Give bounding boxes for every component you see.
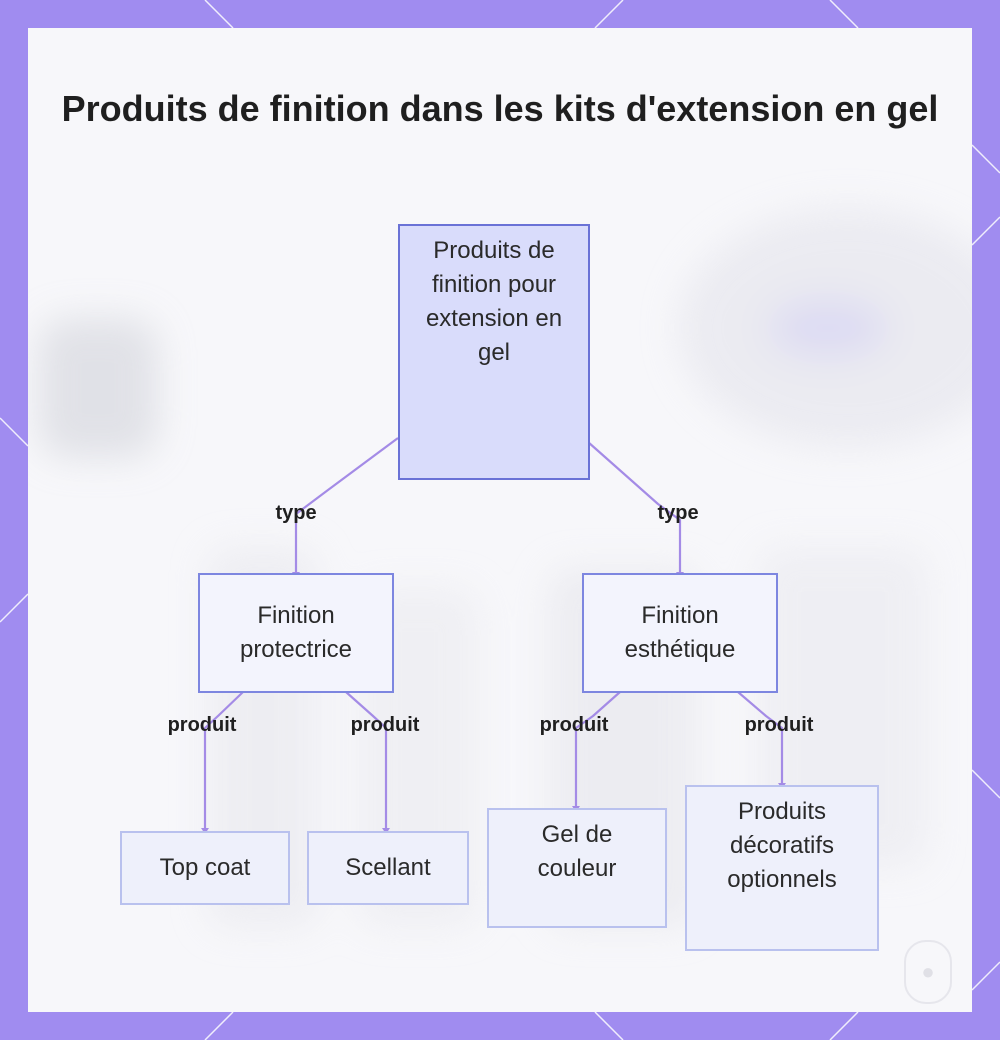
category-label: Finition protectrice	[239, 602, 353, 663]
product-node-gel-couleur: Gel de couleur	[487, 808, 667, 928]
edge-label-produit: produit	[350, 714, 420, 736]
edge-label-type: type	[275, 502, 317, 524]
edge-protective-to-scellant	[345, 691, 388, 828]
category-node-aesthetic: Finition esthétique	[582, 573, 778, 693]
edge-root-to-aesthetic	[587, 441, 682, 572]
edge-aesthetic-to-deco	[737, 691, 784, 783]
root-node-label: Produits de finition pour extension en g…	[425, 237, 563, 366]
product-node-top-coat: Top coat	[120, 831, 290, 905]
product-label: Top coat	[159, 854, 251, 881]
product-label: Scellant	[345, 854, 431, 881]
edge-protective-to-topcoat	[203, 691, 244, 828]
edge-label-produit: produit	[167, 714, 237, 736]
edge-label-produit: produit	[539, 714, 609, 736]
edge-label-produit: produit	[744, 714, 814, 736]
product-node-decoratifs: Produits décoratifs optionnels	[685, 785, 879, 951]
root-node: Produits de finition pour extension en g…	[398, 224, 590, 480]
product-label: Gel de couleur	[537, 821, 617, 882]
category-label: Finition esthétique	[624, 602, 736, 663]
lock-icon: ●	[904, 940, 952, 1004]
product-label: Produits décoratifs optionnels	[727, 798, 837, 893]
diagram-title: Produits de finition dans les kits d'ext…	[61, 88, 939, 129]
edge-root-to-protective	[294, 437, 399, 572]
product-node-scellant: Scellant	[307, 831, 469, 905]
category-node-protective: Finition protectrice	[198, 573, 394, 693]
diagram-card: Produits de finition dans les kits d'ext…	[28, 28, 972, 1012]
edge-label-type: type	[657, 502, 699, 524]
edge-aesthetic-to-gel	[574, 691, 621, 806]
